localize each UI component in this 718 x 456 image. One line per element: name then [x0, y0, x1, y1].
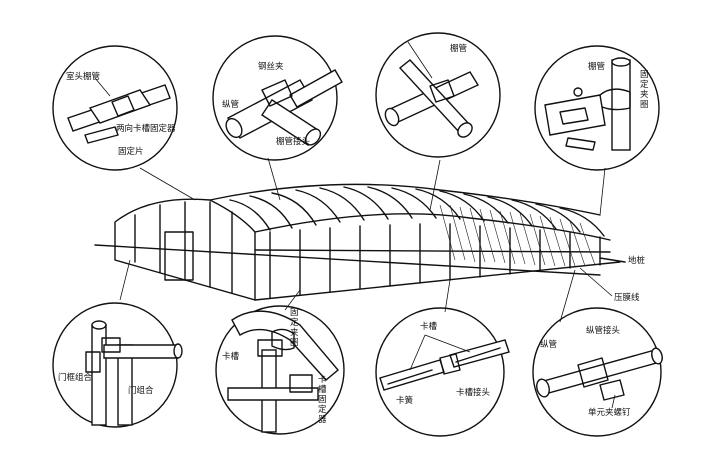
label-room-top-pipe: 室头棚管 [66, 72, 101, 82]
label-clip-spring: 卡簧 [396, 396, 414, 406]
detail-circle-top-mid [212, 35, 343, 161]
label-press-film-line: 压膜线 [614, 293, 640, 303]
label-shed-pipe-right: 棚管 [588, 62, 606, 72]
label-door-assembly: 门组合 [128, 386, 154, 396]
detail-circle-top-mid-right [375, 32, 501, 158]
detail-circle-bottom-mid-left [215, 305, 345, 435]
label-steel-clamp: 钢丝夹 [258, 62, 284, 72]
label-clip-slot-right: 卡槽 [420, 322, 438, 332]
label-longitudinal-joint: 纵管接头 [586, 326, 621, 336]
label-fixed-clamp-ring-bottom: 固定夹圈 [290, 308, 299, 348]
label-clip-fixer: 两向卡槽固定器 [116, 124, 176, 134]
label-ground-pile: 地桩 [628, 256, 646, 266]
label-clip-joint: 卡槽接头 [456, 388, 491, 398]
label-clip-fixer-bottom: 卡槽固定器 [318, 375, 327, 425]
label-longitudinal-pipe-bottom: 纵管 [540, 340, 558, 350]
label-fixed-clamp-ring: 固定夹圈 [640, 70, 649, 110]
label-unit-bolt: 单元夹螺钉 [588, 408, 631, 418]
detail-circle-top-right [534, 45, 660, 171]
label-shed-pipe: 棚管 [450, 44, 468, 54]
label-door-frame: 门框组合 [58, 373, 93, 383]
detail-circle-bottom-right [532, 307, 663, 437]
label-longitudinal-pipe: 纵管 [222, 100, 240, 110]
detail-circle-bottom-mid-right [375, 307, 510, 437]
label-clip-slot-left: 卡槽 [222, 352, 240, 362]
detail-circle-top-left [52, 45, 178, 171]
detail-circle-bottom-left [52, 302, 183, 428]
label-shed-pipe-joint: 棚管接头 [276, 137, 311, 147]
label-fixer-piece: 固定片 [118, 147, 144, 157]
greenhouse-main-structure [94, 157, 626, 323]
